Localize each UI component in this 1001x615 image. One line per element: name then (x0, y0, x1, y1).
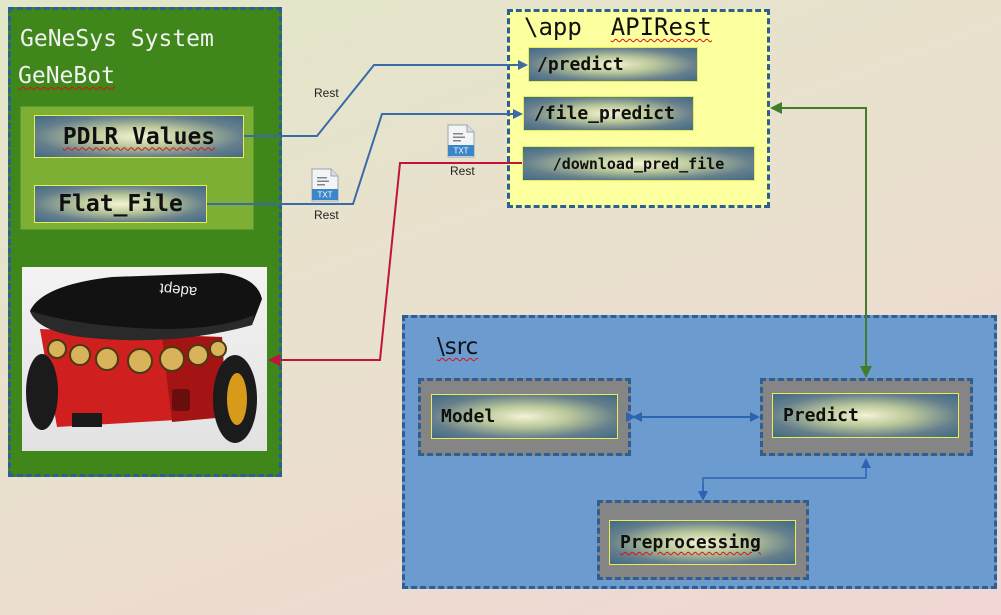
flat-file-label: Flat_File (58, 191, 183, 217)
edge-flatfile-to-file-predict (207, 109, 523, 205)
genebot-title: GeNeBot (18, 63, 115, 89)
genebot-title-text: GeNeBot (18, 63, 115, 89)
genesys-title: GeNeSys System (20, 26, 214, 52)
edge-predict-to-api (770, 102, 867, 375)
txt-icon-label-1: TXT (317, 191, 332, 200)
txt-icon-label-2: TXT (453, 147, 468, 156)
robot-image: adept (22, 267, 267, 451)
flat-file-field[interactable]: Flat_File (34, 185, 207, 223)
preprocessing-label: Preprocessing (620, 532, 761, 553)
edge-download-to-genebot (268, 162, 522, 366)
predict-node[interactable]: Predict (772, 393, 959, 438)
endpoint-download-label: /download_pred_file (552, 154, 725, 173)
edge-preprocessing-predict (702, 458, 871, 498)
src-title: \src (437, 334, 478, 360)
endpoint-predict-label: /predict (537, 54, 624, 75)
app-title-prefix: \app (524, 13, 582, 41)
robot-brand-text: adept (158, 279, 198, 300)
preprocessing-node[interactable]: Preprocessing (609, 520, 796, 565)
endpoint-download-pred-file[interactable]: /download_pred_file (522, 146, 755, 181)
endpoint-predict[interactable]: /predict (528, 47, 698, 82)
predict-label: Predict (783, 405, 859, 426)
app-title: \app APIRest (524, 13, 712, 41)
edge-label-rest-1: Rest (314, 86, 339, 100)
pdlr-values-label: PDLR Values (62, 123, 216, 150)
txt-file-icon: TXT (446, 124, 476, 162)
src-title-text: \src (437, 334, 479, 360)
endpoint-file-predict-label: /file_predict (534, 103, 675, 124)
pdlr-values-field[interactable]: PDLR Values (34, 115, 244, 158)
txt-file-icon: TXT (310, 168, 340, 206)
endpoint-file-predict[interactable]: /file_predict (523, 96, 694, 131)
edge-label-rest-2: Rest (314, 208, 339, 222)
edge-pdlr-to-predict (244, 60, 528, 137)
model-label: Model (441, 406, 496, 427)
edge-label-rest-3: Rest (450, 164, 475, 178)
app-title-name: APIRest (610, 13, 712, 41)
robot-illustration: adept (26, 273, 262, 443)
model-node[interactable]: Model (431, 394, 618, 439)
